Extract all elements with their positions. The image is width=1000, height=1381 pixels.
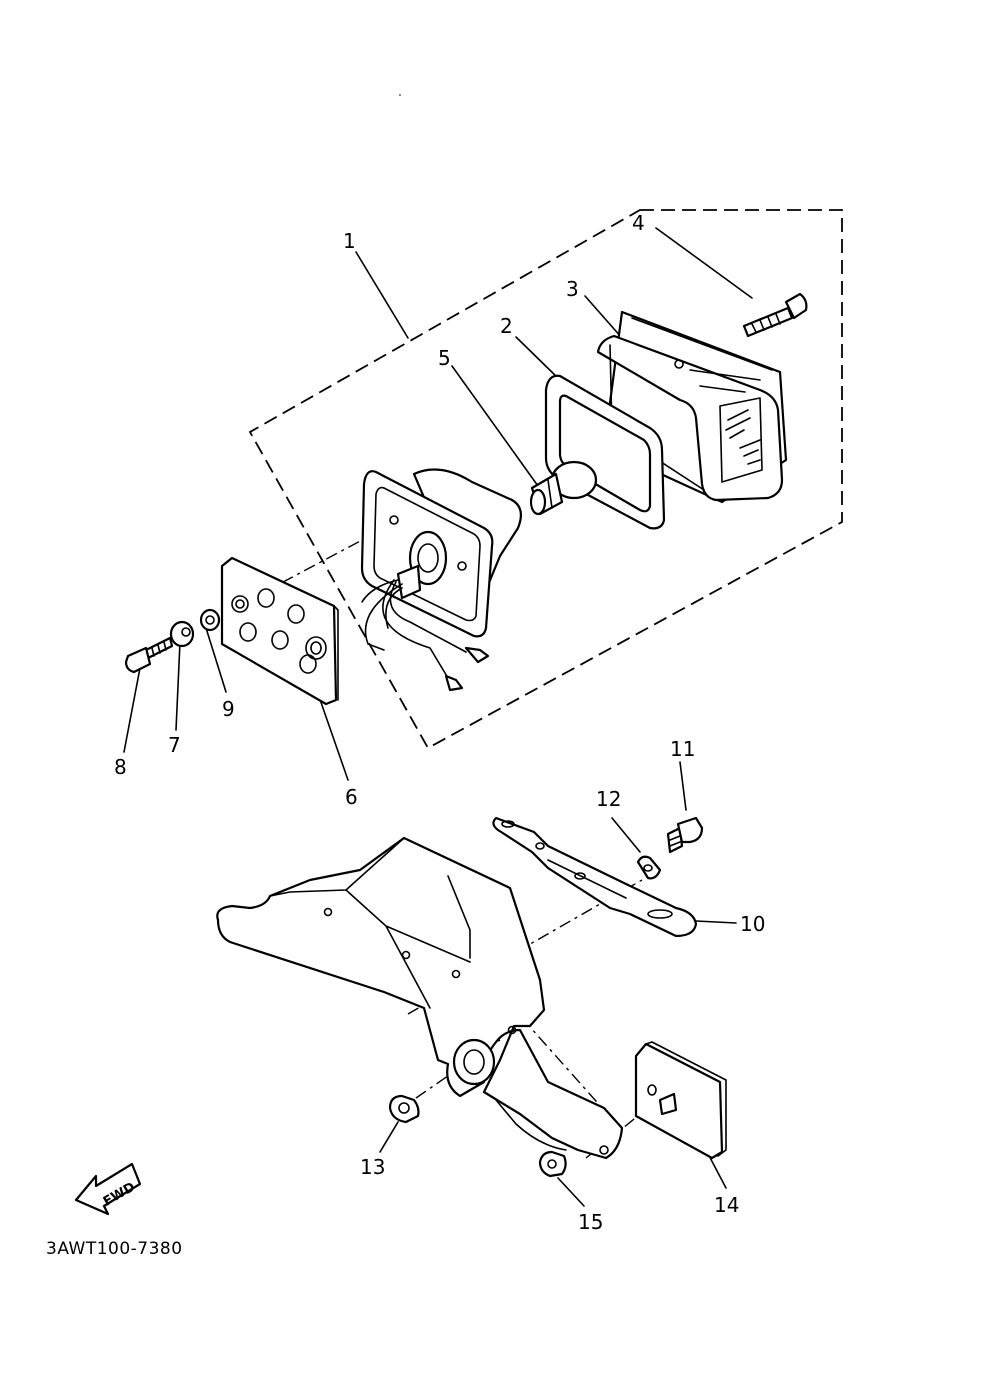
label-3: 3 <box>566 277 579 301</box>
label-2: 2 <box>500 314 513 338</box>
nut <box>388 1094 420 1124</box>
label-14: 14 <box>714 1193 739 1217</box>
label-6: 6 <box>345 785 358 809</box>
label-15: 15 <box>578 1210 603 1234</box>
bracket-clip <box>636 855 662 880</box>
label-5: 5 <box>438 346 451 370</box>
bracket-bolt <box>666 816 704 854</box>
taillight-base <box>360 468 523 692</box>
plate-fasteners <box>124 608 221 674</box>
label-11: 11 <box>670 737 695 761</box>
part-labels: 1 2 3 4 5 6 7 8 9 10 11 12 13 14 15 <box>114 211 765 1234</box>
bulb <box>529 460 598 516</box>
mounting-plate <box>220 556 339 706</box>
label-4: 4 <box>632 211 645 235</box>
scan-speck <box>399 94 401 96</box>
label-8: 8 <box>114 755 127 779</box>
reflector <box>634 1041 727 1160</box>
reflector-nut <box>538 1150 567 1178</box>
drawing-code: 3AWT100-7380 <box>46 1239 183 1259</box>
label-9: 9 <box>222 697 235 721</box>
license-bracket <box>492 816 698 938</box>
label-7: 7 <box>168 733 181 757</box>
label-12: 12 <box>596 787 621 811</box>
label-13: 13 <box>360 1155 385 1179</box>
lens-gasket <box>544 374 666 530</box>
rear-fender-bracket <box>216 836 624 1160</box>
label-1: 1 <box>343 229 356 253</box>
lens-screw <box>742 292 808 338</box>
assembly-boundary <box>248 209 843 750</box>
label-10: 10 <box>740 912 765 936</box>
forward-arrow-icon: FWD <box>74 1162 142 1216</box>
